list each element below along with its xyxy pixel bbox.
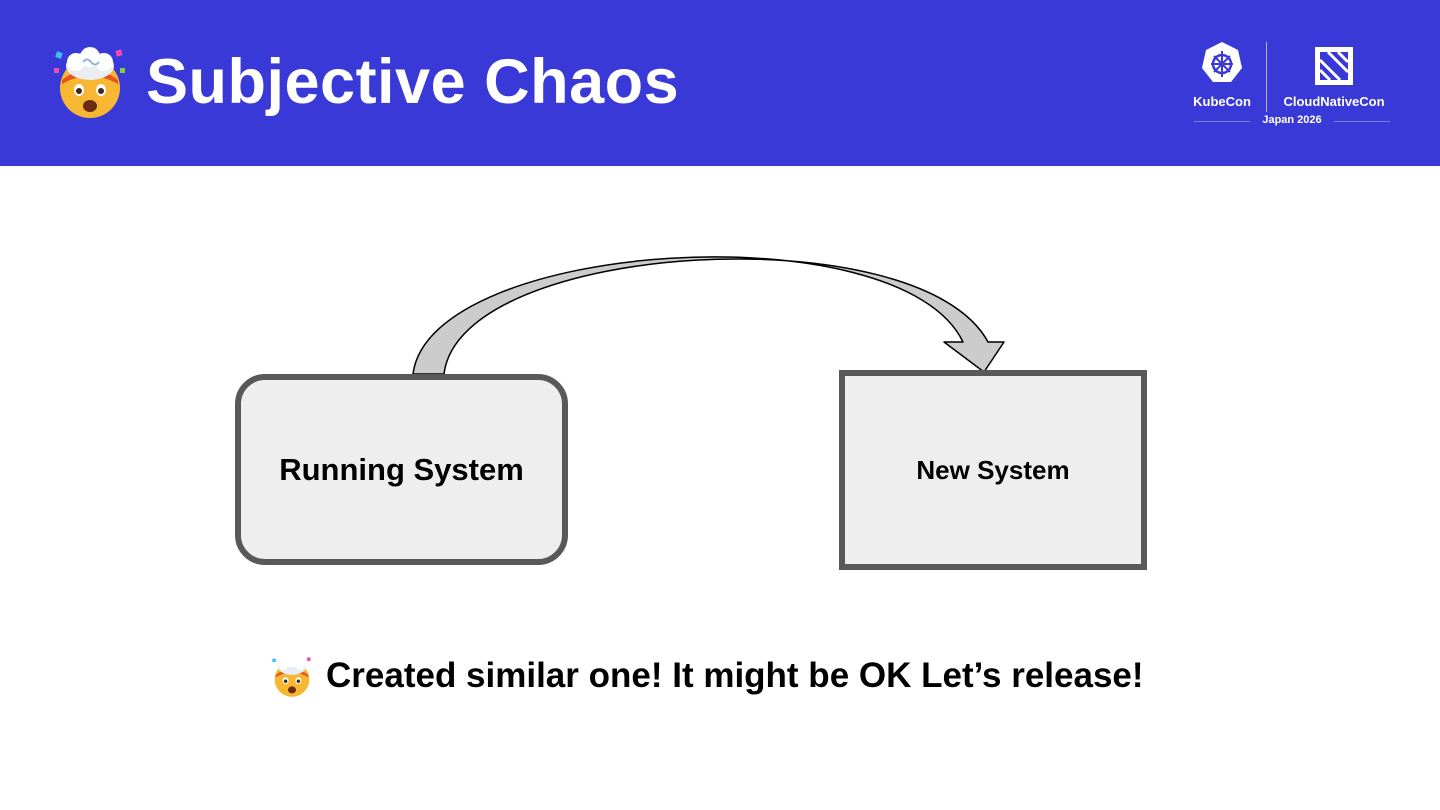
kubecon-label: KubeCon: [1193, 94, 1251, 109]
caption-text: Created similar one! It might be OK Let’…: [326, 656, 1144, 695]
cncf-logo-icon: [1315, 47, 1353, 85]
header-banner: Subjective Chaos KubeCon CloudNativeCon …: [0, 0, 1440, 166]
title-group: Subjective Chaos: [52, 44, 679, 120]
kubernetes-logo-icon: [1202, 42, 1242, 82]
new-system-box: New System: [839, 370, 1147, 570]
running-system-label: Running System: [279, 451, 524, 487]
logo-divider: [1266, 42, 1267, 112]
exploding-head-icon: [272, 655, 311, 697]
page-title: Subjective Chaos: [146, 46, 680, 117]
exploding-head-icon: [54, 47, 125, 118]
event-label: Japan 2026: [1250, 114, 1334, 126]
new-system-label: New System: [916, 454, 1070, 485]
event-logo: KubeCon CloudNativeCon Japan 2026: [1188, 40, 1396, 132]
running-system-box: Running System: [235, 374, 568, 565]
caption: Created similar one! It might be OK Let’…: [270, 654, 1144, 698]
cloudnativecon-label: CloudNativeCon: [1283, 94, 1385, 109]
